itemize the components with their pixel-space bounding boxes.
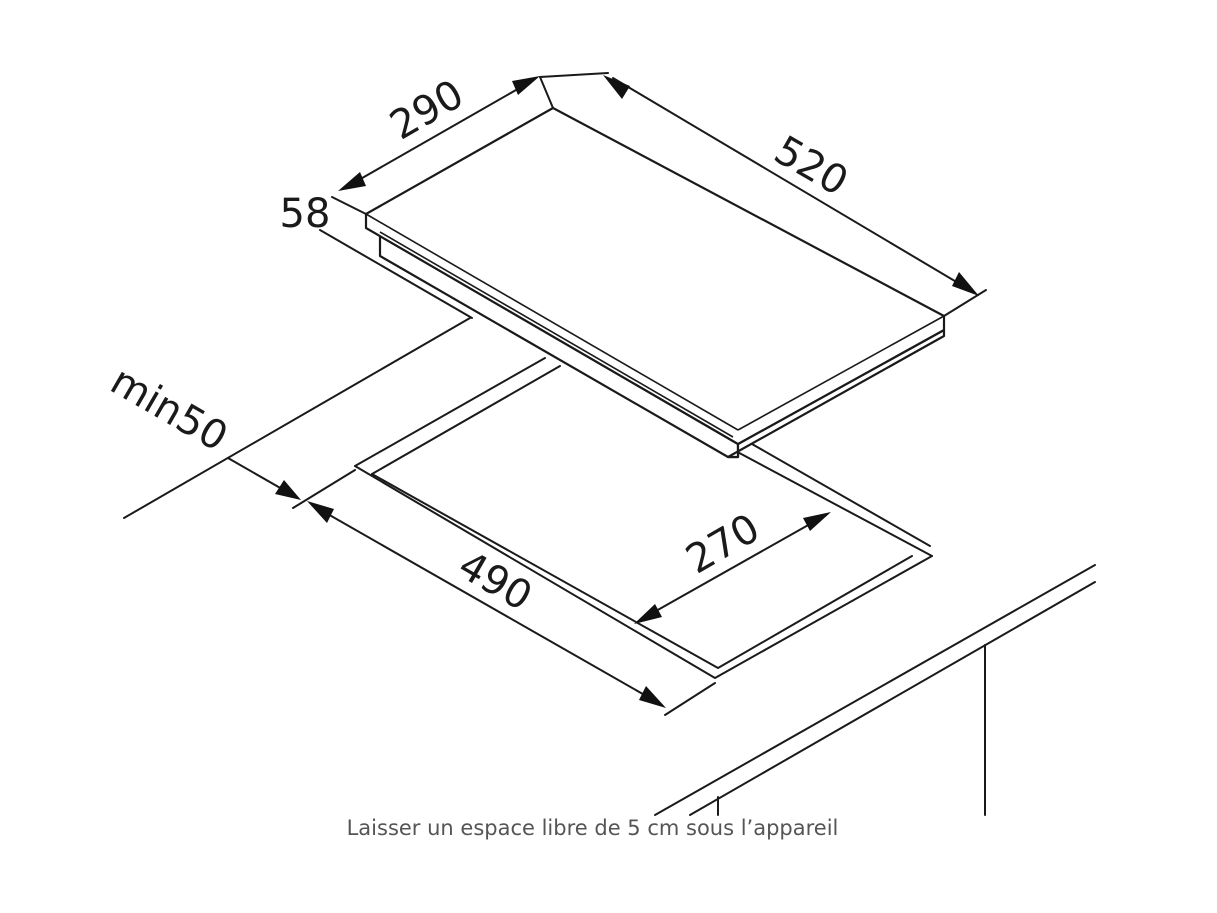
label-520: 520 [766,127,855,205]
dim-width-290 [331,76,554,215]
label-270: 270 [678,505,767,583]
dim-cutout-270 [634,512,831,624]
label-290: 290 [382,71,471,149]
dim-clearance-min50 [227,457,301,500]
countertop [123,229,933,679]
label-min50: min50 [103,358,235,461]
dim-length-520 [539,72,987,317]
label-58: 58 [280,191,331,237]
hob-body [364,106,946,459]
caption-text: Laisser un espace libre de 5 cm sous l’a… [346,816,839,840]
counter-front-edge [654,564,1096,816]
dim-cutout-490 [292,469,716,716]
